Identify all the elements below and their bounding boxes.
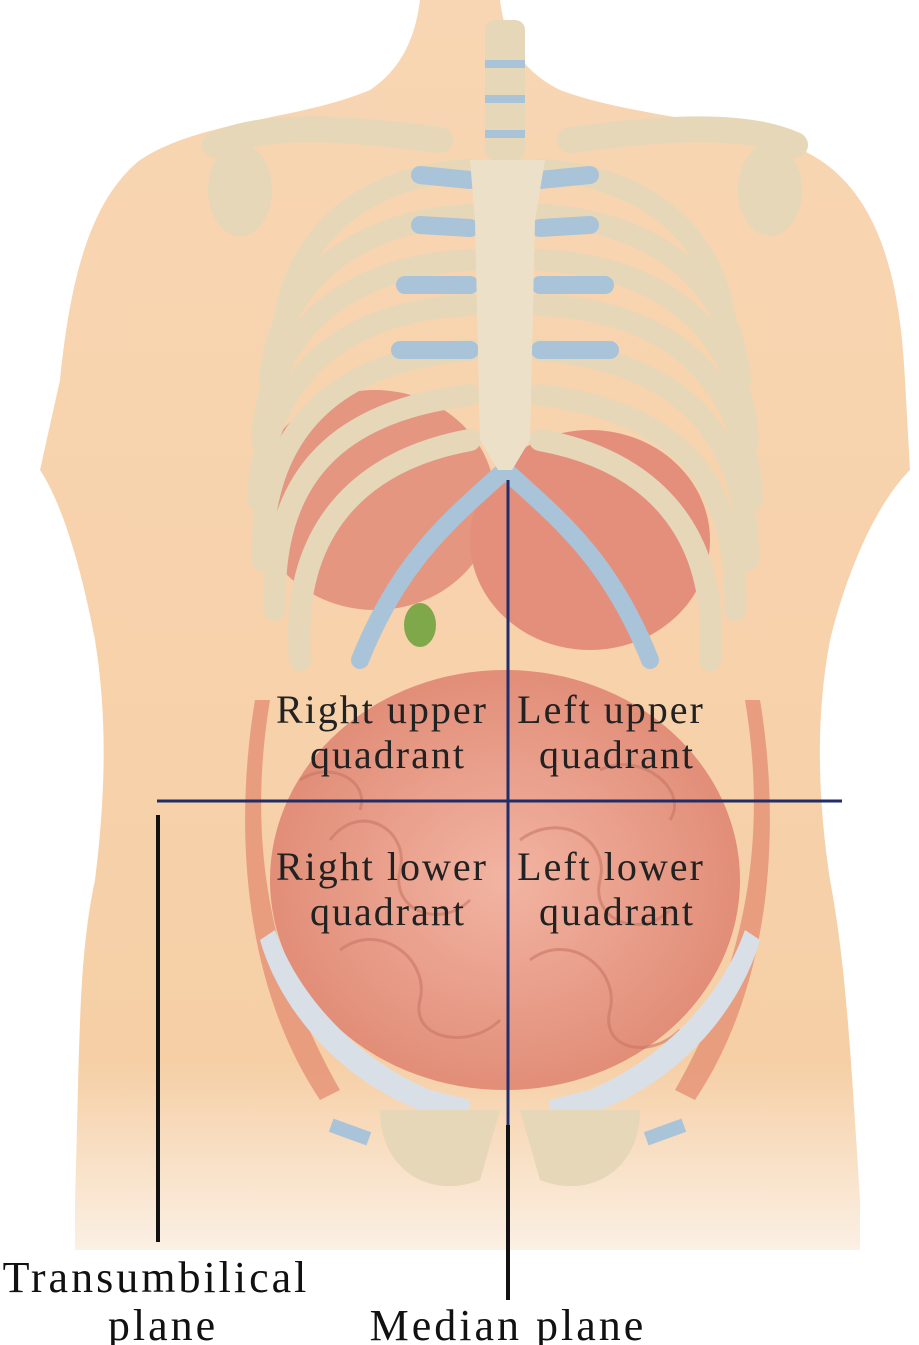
- left-upper-line-2: quadrant: [539, 732, 695, 777]
- gallbladder: [404, 603, 436, 647]
- left-upper-line-1: Left upper: [517, 687, 705, 732]
- left-upper-quadrant-label: Left upper quadrant: [517, 687, 717, 777]
- left-shoulder-joint: [738, 144, 802, 236]
- median-plane-caption: Median plane: [370, 1301, 647, 1345]
- transumbilical-line-1: Transumbilical: [3, 1253, 310, 1302]
- left-lower-line-2: quadrant: [539, 889, 695, 934]
- right-lower-line-2: quadrant: [310, 889, 466, 934]
- right-shoulder-joint: [208, 144, 272, 236]
- cervical-spine: [485, 20, 525, 160]
- left-lower-line-1: Left lower: [517, 844, 705, 889]
- right-lower-line-1: Right lower: [276, 844, 488, 889]
- right-upper-line-2: quadrant: [310, 732, 466, 777]
- transumbilical-line-2: plane: [108, 1301, 218, 1345]
- left-lower-quadrant-label: Left lower quadrant: [517, 844, 717, 934]
- transumbilical-plane-caption: Transumbilical plane: [3, 1253, 324, 1345]
- right-upper-line-1: Right upper: [276, 687, 488, 732]
